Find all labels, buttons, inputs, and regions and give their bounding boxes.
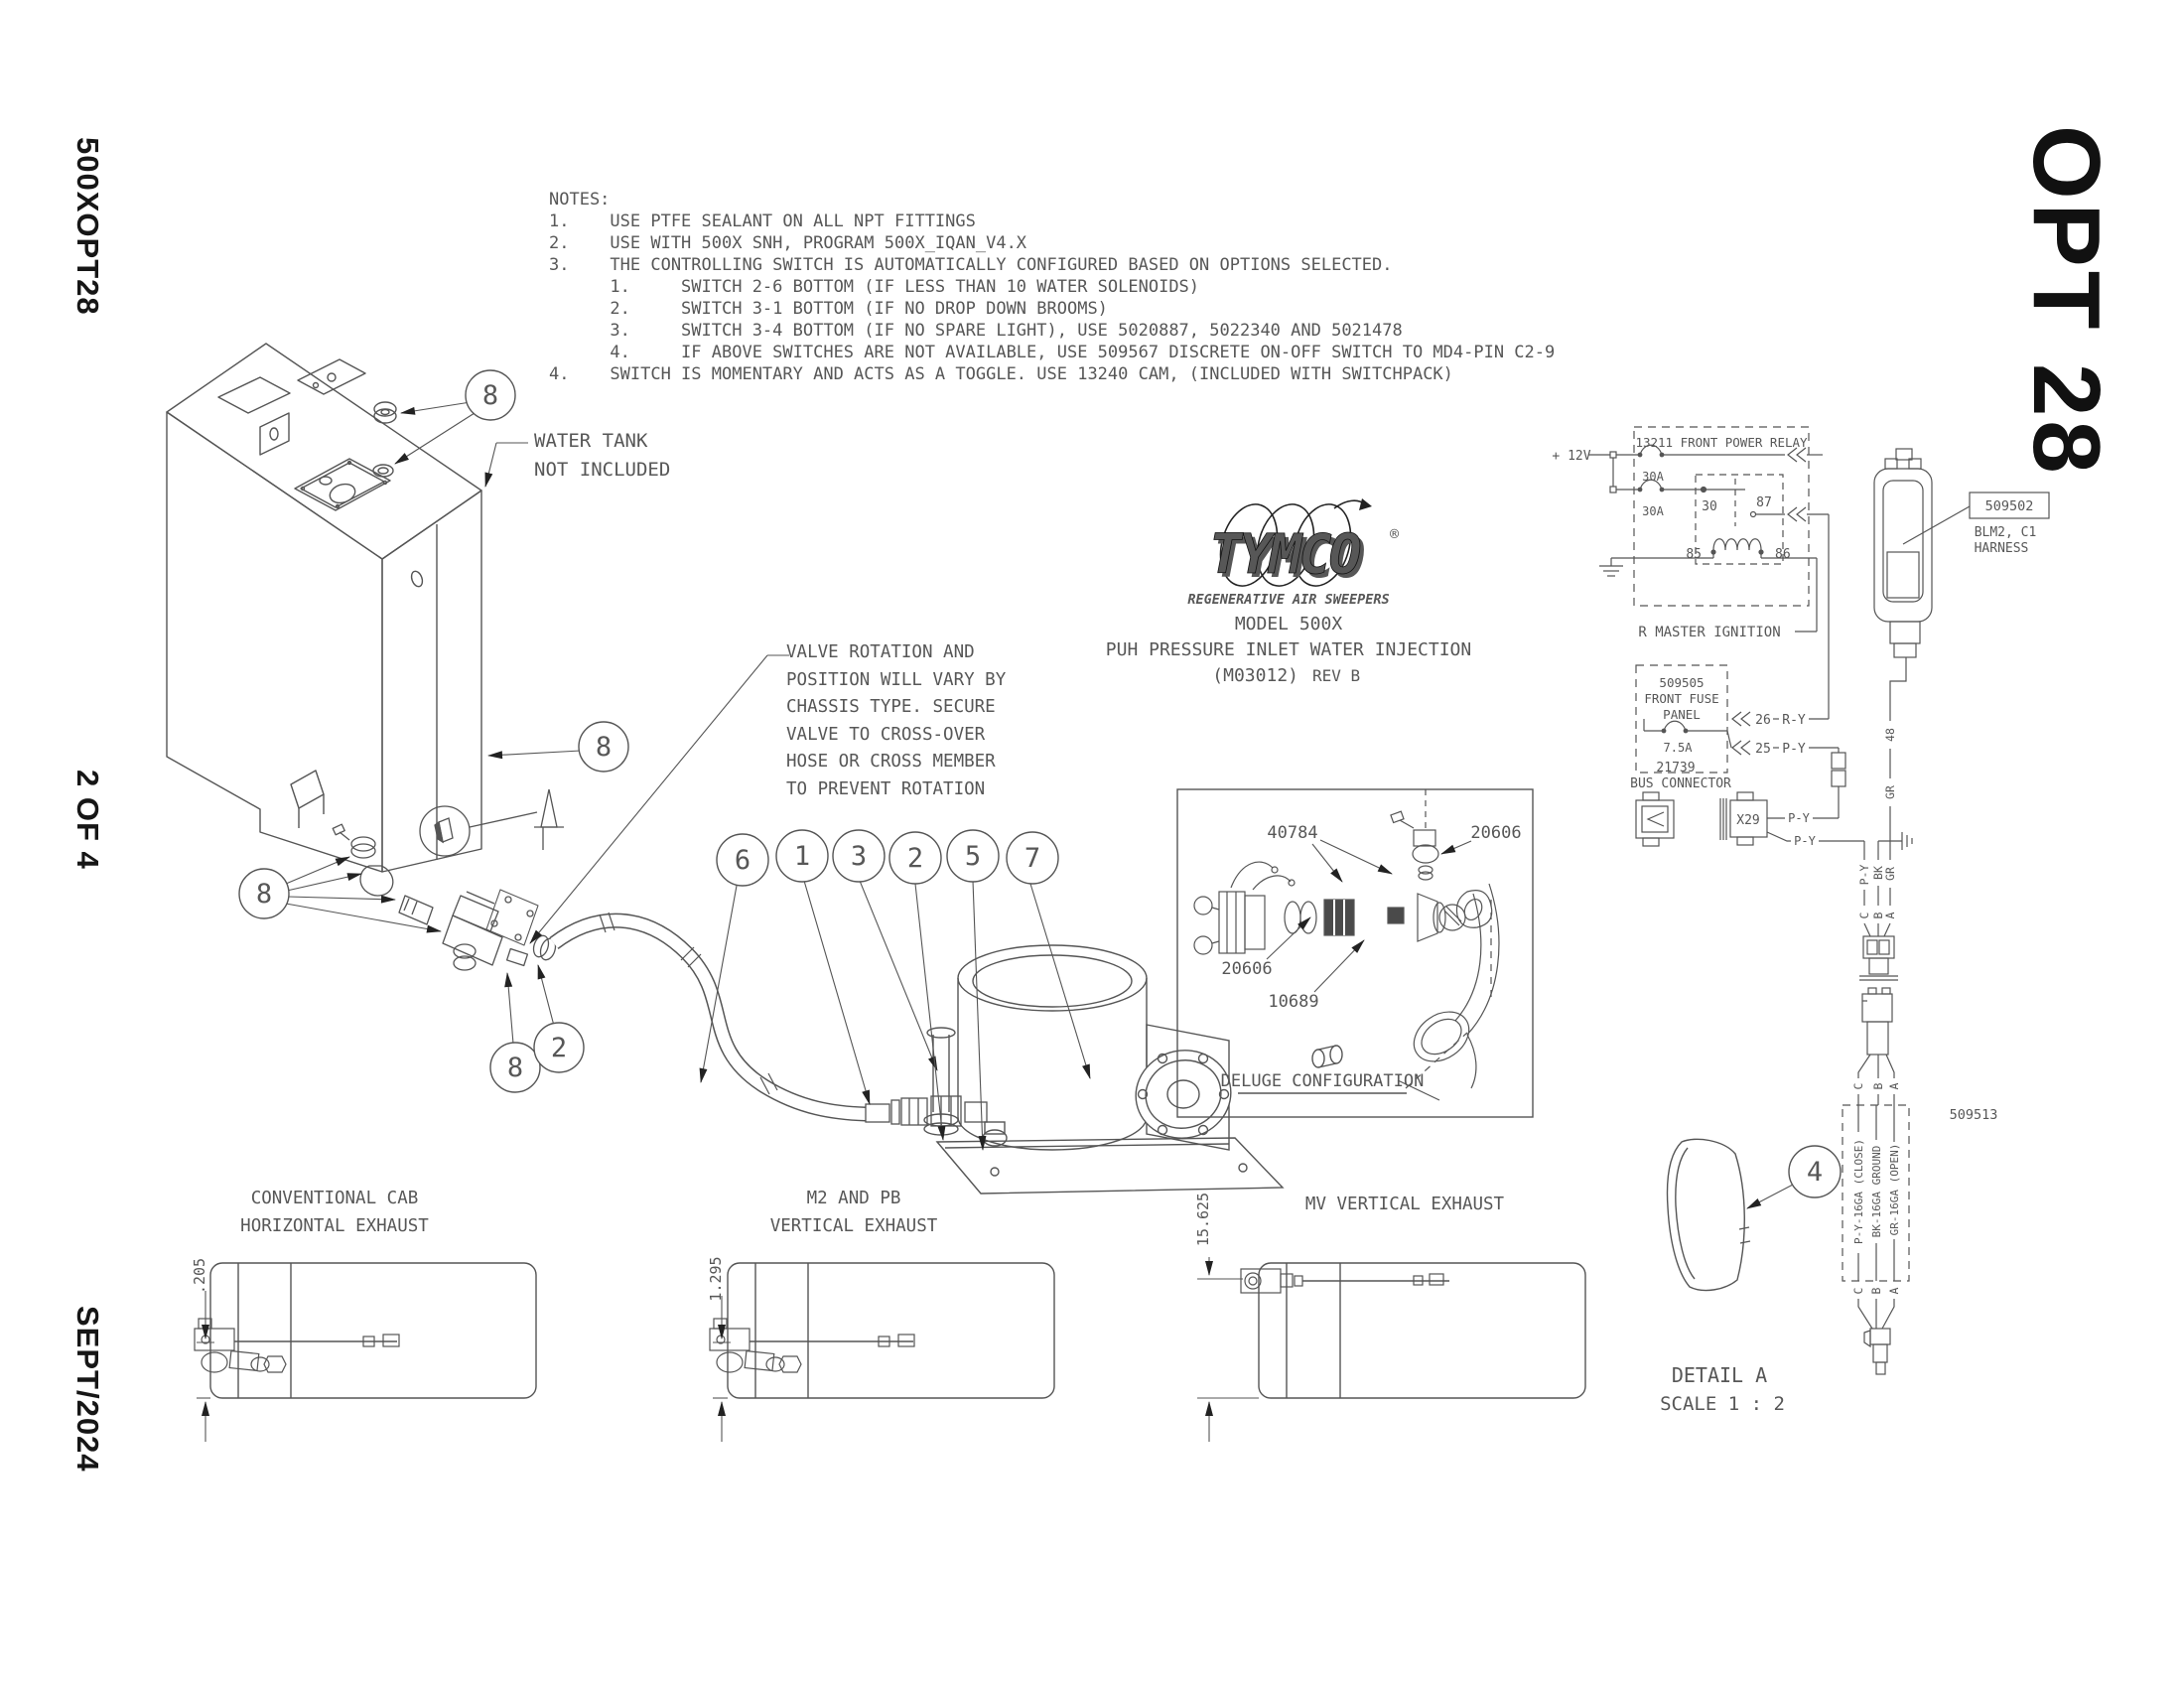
wire-close-label: P-Y-16GA (CLOSE) <box>1852 1139 1865 1244</box>
wire-c-label: C <box>1851 1287 1865 1294</box>
wire-py-label: P-Y <box>1782 742 1806 757</box>
view1-dimension: .205 <box>191 1258 208 1294</box>
view2-title-2: VERTICAL EXHAUST <box>770 1216 938 1236</box>
wire-ground-label: BK-16GA GROUND <box>1870 1146 1883 1238</box>
harness-509513-label: 509513 <box>1950 1107 1998 1123</box>
wire-b-label: B <box>1871 1082 1885 1089</box>
balloon-6: 6 <box>735 845 751 876</box>
wire-a-label: A <box>1883 912 1897 918</box>
water-tank-drawing <box>166 343 482 873</box>
view3-title: MV VERTICAL EXHAUST <box>1305 1195 1505 1214</box>
registered-icon: ® <box>1390 525 1400 543</box>
wire-b-label: B <box>1869 1287 1883 1294</box>
electrical-schematic: 13211 FRONT POWER RELAY + 12V 30A 30A 30… <box>1552 426 2050 937</box>
logo-shadow: TYMCO <box>1213 526 1364 590</box>
fuse-30a-label: 30A <box>1642 504 1664 518</box>
pin-26: 26 <box>1755 713 1771 728</box>
view1-title-1: CONVENTIONAL CAB <box>251 1189 419 1208</box>
harness-509502: 509502 <box>1985 498 2034 514</box>
part-20606: 20606 <box>1221 959 1272 979</box>
harness-blm2: BLM2, C1 <box>1975 525 2037 540</box>
wire-py-label: P-Y <box>1857 865 1871 886</box>
balloon-2: 2 <box>907 843 923 874</box>
balloon-2: 2 <box>551 1033 567 1063</box>
wire-open-label: GR-16GA (OPEN) <box>1888 1144 1901 1236</box>
logo-tagline: REGENERATIVE AIR SWEEPERS <box>1187 592 1389 608</box>
balloon-8: 8 <box>596 732 612 763</box>
water-tank-label: WATER TANK NOT INCLUDED <box>534 430 671 481</box>
valve-rotation-note: VALVE ROTATION AND POSITION WILL VARY BY… <box>786 642 1007 799</box>
balloon-3: 3 <box>851 841 867 872</box>
notes-block: NOTES: 1. USE PTFE SEALANT ON ALL NPT FI… <box>549 190 1556 384</box>
harness-509513: C B A P-Y-16GA (CLOSE) BK-16GA GROUND GR… <box>1842 935 1998 1375</box>
wire-a-label: A <box>1887 1082 1901 1089</box>
balloons: 8 8 8 8 2 6 1 3 2 5 7 4 <box>238 369 1842 1198</box>
balloon-1: 1 <box>794 841 810 872</box>
view2-dimension: 1.295 <box>707 1256 725 1301</box>
wire-a-label: A <box>1887 1287 1901 1294</box>
wire-c-label: C <box>1851 1082 1865 1089</box>
deluge-box: 40784 20606 20606 10689 DELUGE CONFIGURA… <box>1176 788 1534 1118</box>
wire-py-label: P-Y <box>1788 811 1810 825</box>
pin-87: 87 <box>1756 495 1772 510</box>
wire-b-label: B <box>1871 912 1885 918</box>
part-10689: 10689 <box>1268 992 1318 1012</box>
x29-label: X29 <box>1736 813 1759 828</box>
fusepanel-509505: 509505 <box>1659 675 1704 690</box>
fusepanel-panel: PANEL <box>1663 707 1701 722</box>
logo-text: TYMCO <box>1209 522 1360 586</box>
tymco-logo: TYMCO TYMCO ® REGENERATIVE AIR SWEEPERS … <box>1106 498 1471 686</box>
part-40784: 40784 <box>1267 823 1317 843</box>
master-ignition-label: R MASTER IGNITION <box>1638 625 1780 640</box>
model-label: MODEL 500X <box>1235 614 1343 634</box>
wire-gr-label: GR <box>1883 785 1897 799</box>
hose-drawing <box>549 912 988 1127</box>
wire-48-label: 48 <box>1883 728 1897 742</box>
detail-flag <box>419 788 564 857</box>
detail-a-scale: SCALE 1 : 2 <box>1660 1393 1785 1415</box>
wire-c-label: C <box>1857 912 1871 918</box>
plus-12v-label: + 12V <box>1552 449 1590 464</box>
relay-title: 13211 FRONT POWER RELAY <box>1635 435 1808 450</box>
rev-label: REV B <box>1312 666 1360 685</box>
fusepanel-frontfuse: FRONT FUSE <box>1644 691 1718 706</box>
bus-21739: 21739 <box>1656 761 1695 775</box>
detail-a: DETAIL A SCALE 1 : 2 <box>1660 1138 1785 1415</box>
option-title: OPT 28 <box>2013 125 2119 478</box>
blower-housing-drawing <box>923 944 1343 1195</box>
balloon-8: 8 <box>482 380 498 411</box>
pin-86: 86 <box>1775 547 1791 562</box>
sheet-date: SEPT/2024 <box>70 1306 105 1473</box>
deluge-title: DELUGE CONFIGURATION <box>1221 1071 1425 1091</box>
wire-bk-label: BK <box>1871 866 1885 880</box>
exhaust-views: CONVENTIONAL CAB HORIZONTAL EXHAUST <box>191 1189 1586 1442</box>
view3-dimension: 15.625 <box>1194 1193 1212 1246</box>
bus-connector-label: BUS CONNECTOR <box>1630 776 1731 791</box>
detail-a-title: DETAIL A <box>1672 1363 1767 1387</box>
view2-title-1: M2 AND PB <box>807 1189 901 1208</box>
part-20606: 20606 <box>1470 823 1521 843</box>
doc-number: 500XOPT28 <box>70 137 105 316</box>
balloon-leaders <box>285 401 1794 1209</box>
balloon-7: 7 <box>1024 843 1040 874</box>
pin-30: 30 <box>1702 499 1717 514</box>
fuse-75a-label: 7.5A <box>1664 741 1694 755</box>
balloon-4: 4 <box>1807 1157 1823 1188</box>
balloon-8: 8 <box>507 1053 523 1083</box>
wire-gr-label: GR <box>1883 867 1897 881</box>
balloon-5: 5 <box>965 841 981 872</box>
page-number: 2 OF 4 <box>70 770 105 870</box>
wire-ry-label: R-Y <box>1782 713 1806 728</box>
balloon-8: 8 <box>256 879 272 910</box>
drawing-code: (M03012) <box>1212 665 1298 686</box>
pin-85: 85 <box>1686 547 1702 562</box>
wire-py-label: P-Y <box>1794 834 1816 848</box>
pin-25: 25 <box>1755 742 1771 757</box>
harness-harness: HARNESS <box>1975 541 2029 556</box>
drawing-title: PUH PRESSURE INLET WATER INJECTION <box>1106 639 1471 660</box>
view1-title-2: HORIZONTAL EXHAUST <box>240 1216 429 1236</box>
valve-assembly-drawing <box>332 823 557 971</box>
